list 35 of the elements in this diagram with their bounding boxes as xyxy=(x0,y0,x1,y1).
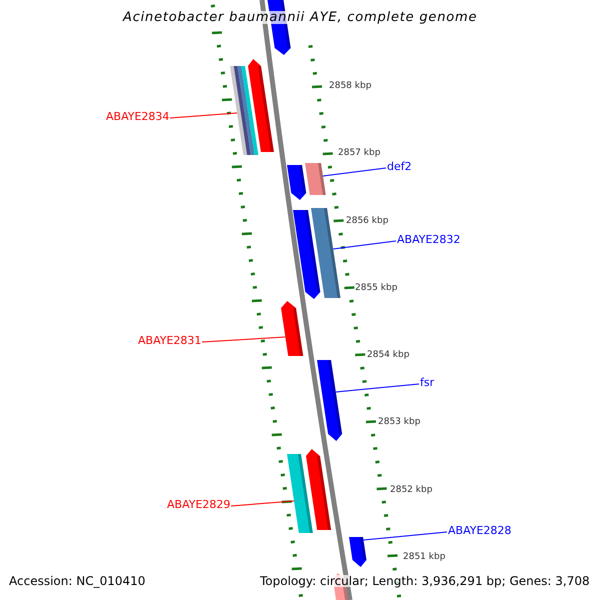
gene-bar xyxy=(281,301,304,356)
gene-label: ABAYE2832 xyxy=(397,234,460,245)
leader-line xyxy=(202,336,286,342)
scale-label: 2852 kbp xyxy=(390,486,432,495)
gene-bar xyxy=(287,165,306,200)
scale-label: 2855 kbp xyxy=(355,284,398,293)
gene-label: ABAYE2829 xyxy=(167,499,230,510)
gene-label: ABAYE2828 xyxy=(448,525,512,536)
scale-label: 2853 kbp xyxy=(378,418,420,427)
gene-label: ABAYE2834 xyxy=(106,111,170,122)
gene-bar xyxy=(230,66,258,155)
title: Acinetobacter baumannii AYE, complete genome xyxy=(123,11,478,24)
scale-label: 2851 kbp xyxy=(403,553,446,562)
leader-line xyxy=(335,384,420,392)
gene-bar xyxy=(317,360,342,441)
leader-line xyxy=(332,240,396,250)
gene-bar xyxy=(349,537,366,567)
gene-bar xyxy=(305,163,326,195)
leader-line xyxy=(362,532,448,540)
leader-line xyxy=(230,500,295,506)
gene-bar xyxy=(248,59,274,152)
gene-bar xyxy=(311,208,340,298)
scale-label: 2858 kbp xyxy=(329,82,372,91)
leader-line xyxy=(170,112,238,118)
gene-bar xyxy=(287,454,313,533)
footer-text: Topology: circular; Length: 3,936,291 bp; Genes: 3,708 xyxy=(260,575,590,587)
scale-label: 2857 kbp xyxy=(338,149,380,158)
scale-label: 2856 kbp xyxy=(346,217,388,226)
gene-label: def2 xyxy=(387,161,412,172)
gene-label: fsr xyxy=(420,377,434,388)
gene-bar xyxy=(306,449,332,530)
footer-text: Accession: NC_010410 xyxy=(9,575,146,587)
scale-label: 2854 kbp xyxy=(367,351,410,360)
gene-label: ABAYE2831 xyxy=(138,335,202,346)
gene-bar xyxy=(293,210,320,299)
